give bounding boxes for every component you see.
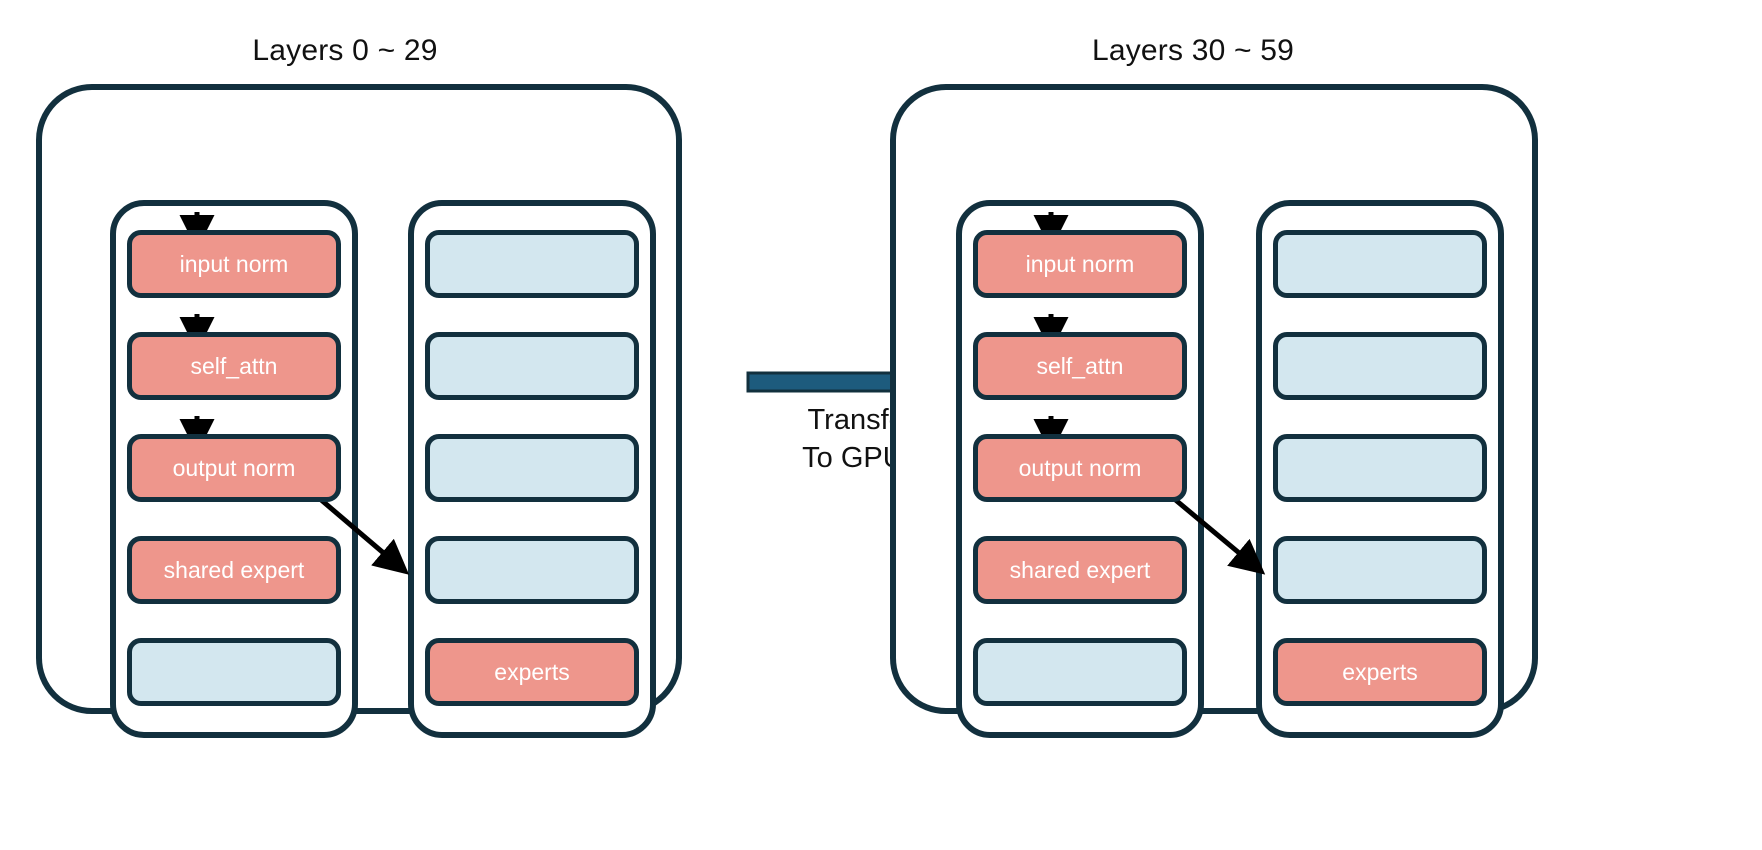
block-cpu-empty-slot-3[interactable] — [425, 434, 639, 502]
block-cpu-empty-slot-2[interactable] — [1273, 332, 1487, 400]
block-cpu-empty-slot-3[interactable] — [1273, 434, 1487, 502]
cpu-column-left: experts — [408, 200, 656, 738]
block-self-attn[interactable]: self_attn — [127, 332, 341, 400]
panel-group-layers-0-29: Layers 0 ~ 29 input norm self_attn outpu… — [18, 0, 748, 850]
block-output-norm[interactable]: output norm — [973, 434, 1187, 502]
panel-group-layers-30-59: Layers 30 ~ 59 input norm self_attn outp… — [880, 0, 1610, 850]
block-cpu-empty-slot-2[interactable] — [425, 332, 639, 400]
block-label: self_attn — [1036, 352, 1124, 379]
block-shared-expert[interactable]: shared expert — [127, 536, 341, 604]
block-experts[interactable]: experts — [425, 638, 639, 706]
device-container-left: input norm self_attn output norm shared … — [36, 84, 682, 738]
block-cpu-empty-slot-4[interactable] — [1273, 536, 1487, 604]
block-cpu-empty-slot-1[interactable] — [425, 230, 639, 298]
block-output-norm[interactable]: output norm — [127, 434, 341, 502]
block-label: output norm — [172, 454, 296, 481]
device-container-right: input norm self_attn output norm shared … — [890, 84, 1538, 738]
block-label: experts — [494, 658, 570, 685]
block-label: self_attn — [190, 352, 278, 379]
gpu1-column: input norm self_attn output norm shared … — [956, 200, 1204, 738]
cpu-column-right: experts — [1256, 200, 1504, 738]
block-cpu-empty-slot-1[interactable] — [1273, 230, 1487, 298]
block-self-attn[interactable]: self_attn — [973, 332, 1187, 400]
block-input-norm[interactable]: input norm — [127, 230, 341, 298]
panel-title-right: Layers 30 ~ 59 — [1091, 34, 1295, 67]
block-label: shared expert — [1009, 556, 1151, 583]
block-gpu-empty-slot[interactable] — [127, 638, 341, 706]
block-experts[interactable]: experts — [1273, 638, 1487, 706]
block-label: output norm — [1018, 454, 1142, 481]
panel-title-left: Layers 0 ~ 29 — [252, 34, 438, 67]
block-shared-expert[interactable]: shared expert — [973, 536, 1187, 604]
block-label: shared expert — [163, 556, 305, 583]
gpu0-column: input norm self_attn output norm shared … — [110, 200, 358, 738]
block-gpu-empty-slot[interactable] — [973, 638, 1187, 706]
block-cpu-empty-slot-4[interactable] — [425, 536, 639, 604]
block-label: experts — [1342, 658, 1418, 685]
block-label: input norm — [179, 250, 289, 277]
block-input-norm[interactable]: input norm — [973, 230, 1187, 298]
block-label: input norm — [1025, 250, 1135, 277]
